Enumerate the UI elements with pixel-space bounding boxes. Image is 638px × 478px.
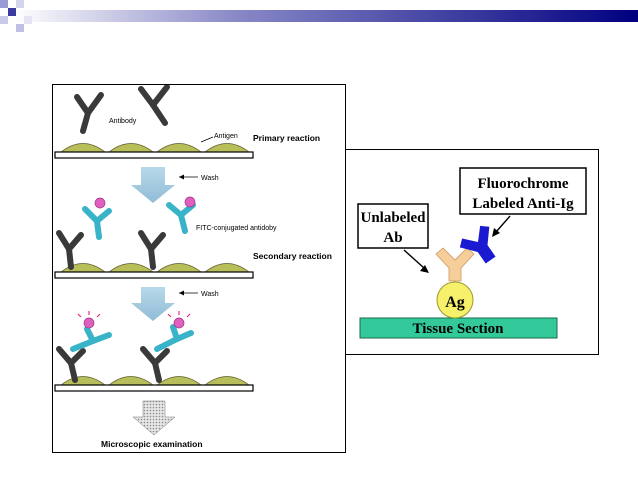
header-square (8, 8, 16, 16)
primary-reaction-label: Primary reaction (253, 133, 320, 143)
bound-primary-antibody-3a (56, 346, 86, 383)
fluorescence-rays-3b (167, 311, 191, 318)
fitc-label-2a (94, 197, 106, 209)
fluorochrome-label-line1: Fluorochrome (477, 176, 568, 192)
secondary-reaction-label: Secondary reaction (253, 251, 332, 261)
slide-3 (54, 384, 254, 392)
fitc-antibody-label: FITC-conjugated antidoby (196, 225, 277, 232)
pointer-to-unlabeled-ab (403, 249, 425, 269)
slide-1 (54, 151, 254, 159)
header-square (0, 16, 8, 24)
microscopy-arrow (132, 400, 176, 436)
antibody-label: Antibody (109, 118, 137, 125)
free-antibody-1 (74, 92, 104, 134)
fluorescence-rays-3a (77, 311, 101, 318)
fluorochrome-label-box (459, 167, 587, 215)
antigen-pointer (200, 136, 214, 143)
pointer-to-anti-ig (495, 215, 511, 233)
header-square (16, 0, 24, 8)
unlabeled-ab-label-line1: Unlabeled (360, 210, 426, 226)
bound-primary-antibody-2a (56, 230, 84, 270)
header-square (0, 0, 8, 8)
antigen-label: Ag (445, 294, 465, 311)
header-gradient-bar (14, 10, 638, 22)
labeled-anti-ig-antibody (459, 225, 496, 264)
bound-fitc-antibody-3a (70, 326, 112, 352)
fitc-label-3b (173, 317, 185, 329)
slide-2 (54, 271, 254, 279)
tissue-section-label: Tissue Section (413, 321, 505, 337)
free-antibody-2 (138, 84, 170, 126)
slide-header-decoration (0, 0, 638, 32)
header-square (16, 24, 24, 32)
unlabeled-ab-label-box (357, 203, 429, 249)
microscopic-examination-label: Microscopic examination (101, 439, 203, 449)
antigen-label: Antigen (214, 133, 238, 140)
staining-schematic-panel: Fluorochrome Labeled Anti-Ig Unlabeled A… (345, 149, 599, 355)
unlabeled-ab-label-line2: Ab (383, 230, 402, 246)
wash-arrow-1 (131, 167, 175, 203)
wash-label-2: Wash (201, 291, 219, 298)
fitc-secondary-antibody-2b (166, 202, 196, 234)
fluorochrome-label-line2: Labeled Anti-Ig (472, 196, 574, 212)
wash-arrow-2 (131, 287, 175, 321)
wash-label-1: Wash (201, 175, 219, 182)
fitc-label-3a (83, 317, 95, 329)
antigen-bumps-3 (59, 376, 251, 386)
procedure-diagram-panel: Antibody Antigen Primary reaction Wash (52, 84, 346, 453)
antigen-bumps-1 (59, 143, 251, 153)
unlabeled-antibody (435, 247, 475, 282)
bound-primary-antibody-3b (140, 346, 170, 383)
antigen-circle (436, 281, 474, 319)
header-square (24, 16, 32, 24)
bound-fitc-antibody-3b (154, 324, 194, 352)
bound-primary-antibody-2b (138, 230, 166, 270)
fitc-secondary-antibody-2a (82, 206, 112, 240)
fitc-label-2b (184, 196, 196, 208)
